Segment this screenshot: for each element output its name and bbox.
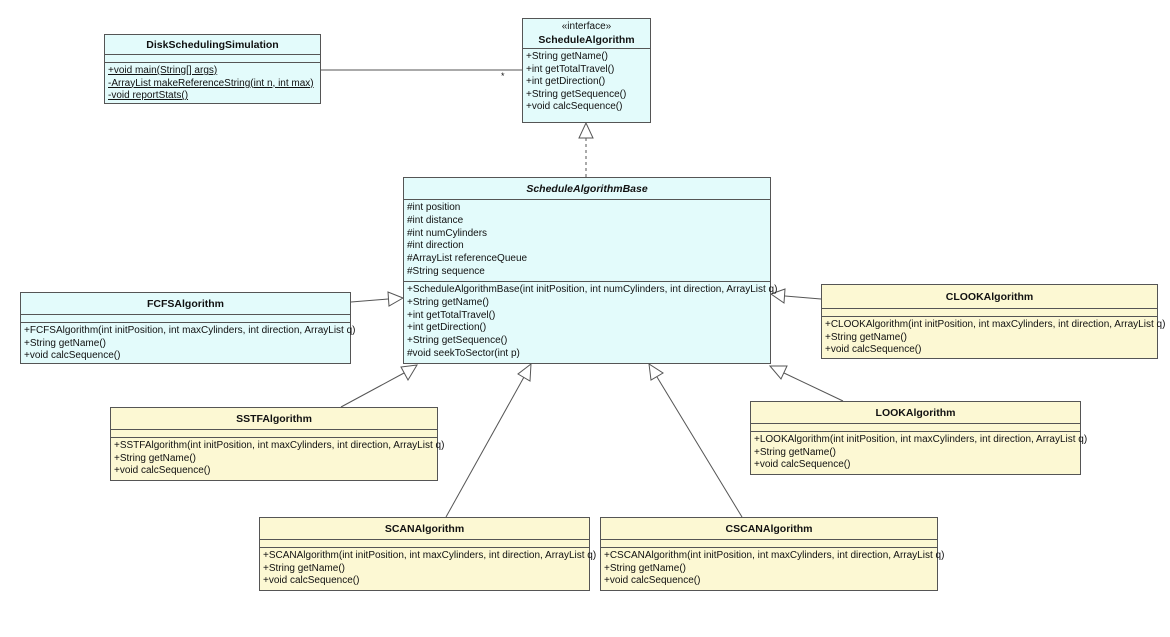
- generalization-line-cscan: [656, 376, 743, 518]
- attribute: #String sequence: [407, 265, 485, 277]
- generalization-line-fcfs: [350, 298, 389, 303]
- method: +void calcSequence(): [526, 101, 623, 112]
- generalization-arrowhead-sstf: [400, 364, 418, 382]
- methods-section: +CLOOKAlgorithm(int initPosition, int ma…: [822, 317, 1166, 359]
- class-name: LOOKAlgorithm: [751, 402, 1080, 424]
- attributes-section: [21, 315, 350, 323]
- method: +String getName(): [24, 337, 106, 349]
- attribute: #int position: [407, 202, 461, 213]
- attributes-section: [822, 309, 1157, 317]
- method: +int getTotalTravel(): [407, 309, 496, 321]
- interface-header: «interface» ScheduleAlgorithm: [523, 19, 650, 49]
- method: +FCFSAlgorithm(int initPosition, int max…: [24, 325, 356, 336]
- method: -ArrayList makeReferenceString(int n, in…: [108, 77, 314, 89]
- method: +void calcSequence(): [24, 350, 121, 361]
- class-name: CLOOKAlgorithm: [822, 285, 1157, 309]
- method: +void calcSequence(): [114, 465, 211, 476]
- methods-section: +CSCANAlgorithm(int initPosition, int ma…: [601, 548, 945, 590]
- attributes-section: [111, 430, 437, 438]
- method: +void calcSequence(): [754, 459, 851, 470]
- class-name: SCANAlgorithm: [260, 518, 589, 540]
- method: +int getTotalTravel(): [526, 63, 615, 75]
- class-schedule-algorithm-base[interactable]: ScheduleAlgorithmBase #int position #int…: [403, 177, 778, 364]
- method: +LOOKAlgorithm(int initPosition, int max…: [754, 434, 1088, 445]
- generalization-line-sstf: [340, 372, 405, 408]
- method: +String getName(): [263, 562, 345, 574]
- interface-schedule-algorithm[interactable]: «interface» ScheduleAlgorithm +String ge…: [522, 18, 651, 123]
- method: +void main(String[] args): [108, 65, 218, 76]
- method: +String getSequence(): [526, 88, 627, 100]
- method: +SCANAlgorithm(int initPosition, int max…: [263, 550, 597, 561]
- methods-section: +ScheduleAlgorithmBase(int initPosition,…: [404, 282, 778, 363]
- class-name: SSTFAlgorithm: [111, 408, 437, 430]
- attribute: #int distance: [407, 214, 464, 226]
- method: +String getName(): [407, 296, 489, 308]
- generalization-line-scan: [445, 376, 525, 518]
- method: +void calcSequence(): [604, 575, 701, 586]
- generalization-arrowhead-clook: [769, 288, 786, 304]
- generalization-arrowhead-fcfs: [387, 291, 405, 307]
- method: +CLOOKAlgorithm(int initPosition, int ma…: [825, 319, 1166, 330]
- method: +ScheduleAlgorithmBase(int initPosition,…: [407, 284, 778, 295]
- class-fcfs-algorithm[interactable]: FCFSAlgorithm +FCFSAlgorithm(int initPos…: [20, 292, 356, 365]
- attributes-section: [105, 55, 320, 63]
- methods-section: +SSTFAlgorithm(int initPosition, int max…: [111, 438, 445, 480]
- generalization-arrowhead-look: [768, 365, 788, 380]
- methods-section: +void main(String[] args) -ArrayList mak…: [105, 63, 320, 105]
- methods-section: +FCFSAlgorithm(int initPosition, int max…: [21, 323, 356, 365]
- method: +String getName(): [825, 331, 907, 343]
- methods-section: +LOOKAlgorithm(int initPosition, int max…: [751, 432, 1088, 474]
- method: +String getSequence(): [407, 335, 508, 347]
- class-cscan-algorithm[interactable]: CSCANAlgorithm +CSCANAlgorithm(int initP…: [600, 517, 945, 591]
- class-name: ScheduleAlgorithmBase: [404, 178, 770, 200]
- class-scan-algorithm[interactable]: SCANAlgorithm +SCANAlgorithm(int initPos…: [259, 517, 597, 591]
- class-look-algorithm[interactable]: LOOKAlgorithm +LOOKAlgorithm(int initPos…: [750, 401, 1088, 475]
- class-name: FCFSAlgorithm: [21, 293, 350, 315]
- method: +String getName(): [526, 51, 608, 62]
- method: #void seekToSector(int p): [407, 347, 520, 359]
- generalization-arrowhead-scan: [517, 362, 532, 382]
- methods-section: +SCANAlgorithm(int initPosition, int max…: [260, 548, 597, 590]
- methods-section: +String getName() +int getTotalTravel() …: [523, 49, 650, 116]
- class-sstf-algorithm[interactable]: SSTFAlgorithm +SSTFAlgorithm(int initPos…: [110, 407, 445, 481]
- attribute: #ArrayList referenceQueue: [407, 253, 528, 265]
- attribute: #int direction: [407, 240, 464, 252]
- method: +SSTFAlgorithm(int initPosition, int max…: [114, 440, 445, 451]
- generalization-line-look: [783, 372, 844, 402]
- attributes-section: [601, 540, 937, 548]
- realization-arrowhead: [578, 121, 594, 139]
- method: +String getName(): [754, 446, 836, 458]
- attribute: #int numCylinders: [407, 227, 488, 239]
- multiplicity-label: *: [501, 71, 505, 81]
- class-name: DiskSchedulingSimulation: [105, 35, 320, 55]
- method: +String getName(): [114, 452, 196, 464]
- method: +CSCANAlgorithm(int initPosition, int ma…: [604, 550, 945, 561]
- generalization-line-clook: [784, 295, 822, 300]
- attributes-section: [751, 424, 1080, 432]
- method: +String getName(): [604, 562, 686, 574]
- generalization-arrowhead-cscan: [648, 363, 664, 381]
- method: +int getDirection(): [526, 76, 606, 87]
- method: +void calcSequence(): [263, 575, 360, 586]
- class-clook-algorithm[interactable]: CLOOKAlgorithm +CLOOKAlgorithm(int initP…: [821, 284, 1166, 359]
- class-name: CSCANAlgorithm: [601, 518, 937, 540]
- stereotype-label: «interface»: [561, 21, 612, 32]
- attributes-section: #int position #int distance #int numCyli…: [404, 200, 770, 282]
- method: -void reportStats(): [108, 90, 189, 101]
- attributes-section: [260, 540, 589, 548]
- interface-name: ScheduleAlgorithm: [538, 33, 635, 46]
- method: +void calcSequence(): [825, 344, 922, 355]
- method: +int getDirection(): [407, 322, 487, 334]
- class-disk-scheduling-simulation[interactable]: DiskSchedulingSimulation +void main(Stri…: [104, 34, 321, 104]
